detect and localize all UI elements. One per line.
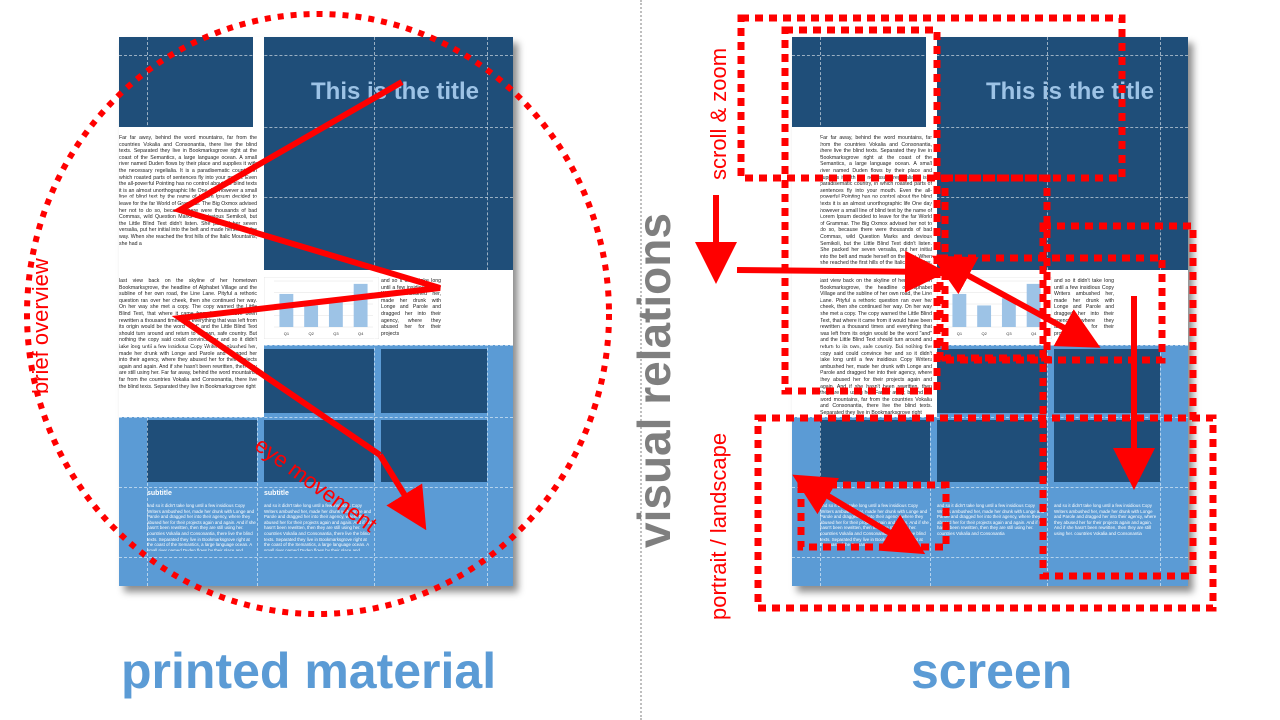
- screen-body-1: Far far away, behind the word mountains,…: [820, 135, 932, 265]
- small-text-2: and so it didn't take long until a few i…: [264, 503, 373, 551]
- chart-tick-label: Q3: [333, 331, 339, 336]
- viewport-rect-bottom: [754, 414, 1217, 612]
- subtitle-1: subtitle: [147, 490, 172, 497]
- chart-tick-label: Q4: [358, 331, 364, 336]
- chart-tick-label: Q2: [308, 331, 314, 336]
- chart-bar: [328, 298, 343, 327]
- chart-bar: [304, 305, 319, 327]
- screen-small-text-2: and so it didn't take long until a few i…: [937, 503, 1046, 536]
- scroll-arrow-right: [736, 250, 947, 293]
- small-text-1: and so it didn't take long until a few i…: [147, 503, 256, 551]
- tile-2: [381, 349, 487, 413]
- tile-4: [264, 420, 374, 482]
- printed-material-caption: printed material: [121, 643, 497, 699]
- viewport-rect-top: [737, 14, 1126, 182]
- subtitle-2: subtitle: [264, 490, 289, 497]
- chart-bar: [279, 293, 294, 327]
- screen-dark-block: [937, 127, 1188, 270]
- scroll-zoom-label: scroll & zoom: [706, 47, 731, 180]
- eye-movement-arrow: [377, 453, 427, 531]
- header-block-left: [119, 37, 253, 127]
- diagonal-arrow: [931, 255, 1101, 348]
- doc-title: This is the title: [311, 78, 480, 105]
- header-block-title: [264, 37, 513, 127]
- screen-tile-3: [820, 420, 930, 482]
- visual-relations-label: visual relations: [628, 213, 680, 548]
- screen-small-text-3: and so it didn't take long until a few i…: [1054, 503, 1157, 536]
- brief-overview-label: brief overview: [28, 258, 53, 394]
- small-diagonal-arrow: [792, 474, 926, 555]
- screen-header-left: [792, 37, 926, 127]
- tile-1: [264, 349, 374, 413]
- eye-movement-path: [171, 79, 441, 458]
- tile-5: [381, 420, 487, 482]
- viewport-rect-tall: [781, 26, 941, 395]
- screen-tile-4: [937, 420, 1047, 482]
- tile-3: [147, 420, 257, 482]
- overview-ellipse: [24, 11, 612, 617]
- chart-tick-label: Q1: [284, 331, 290, 336]
- screen-caption: screen: [911, 643, 1073, 699]
- portrait-landscape-label: portrait / landscape: [706, 432, 731, 620]
- screen-doc-title: This is the title: [986, 78, 1155, 105]
- center-divider: [640, 0, 642, 720]
- viewport-rect-right: [936, 254, 1166, 364]
- viewport-rect-side: [1039, 222, 1197, 580]
- screen-header-title: [937, 37, 1188, 127]
